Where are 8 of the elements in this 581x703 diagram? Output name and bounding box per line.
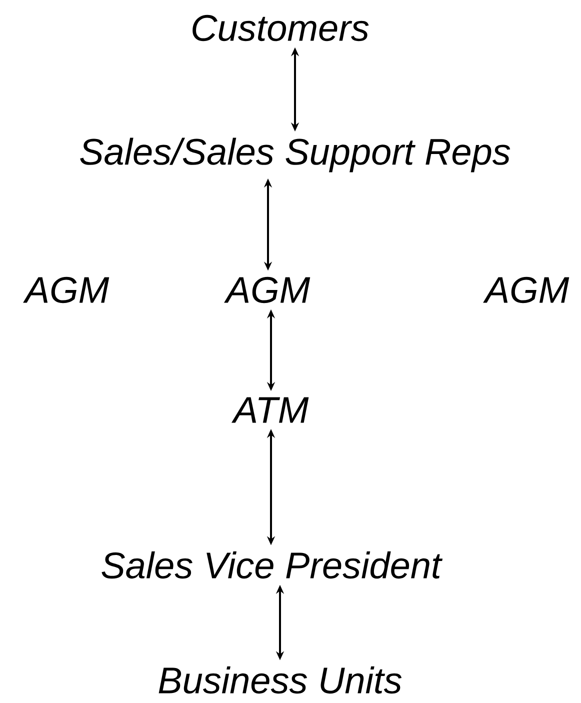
text-label: ATM [232, 397, 309, 423]
text-label: Business Units [158, 666, 402, 694]
text-label: Sales/Sales Support Reps [80, 138, 510, 172]
text-label: Sales Vice President [102, 551, 443, 579]
text-label: AGM [224, 276, 310, 304]
text-label: AGM [483, 276, 570, 304]
text-label: AGM [23, 276, 110, 304]
text-label: Customers [192, 14, 369, 42]
